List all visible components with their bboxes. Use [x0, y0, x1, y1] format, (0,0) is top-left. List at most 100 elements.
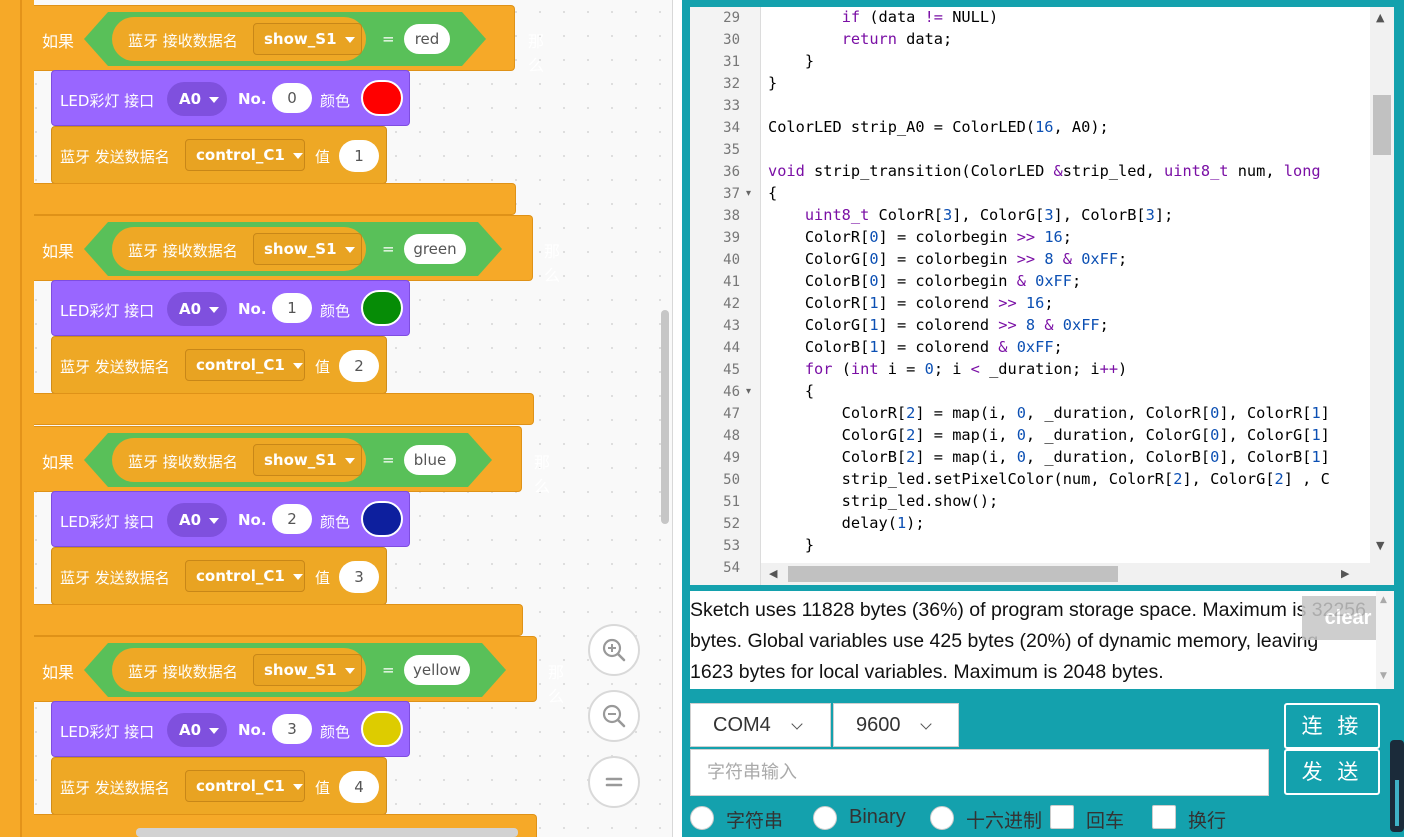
panel-resize-handle[interactable] [1390, 740, 1404, 832]
line-number: 44 [723, 340, 740, 356]
send-value-input[interactable]: 2 [339, 350, 379, 382]
zoom-in-button[interactable] [588, 624, 640, 676]
compare-value-input[interactable]: green [404, 234, 466, 264]
led-port-dropdown[interactable]: A0 [167, 292, 227, 326]
port-select[interactable]: COM4 [690, 703, 831, 747]
compare-value-input[interactable]: blue [404, 445, 456, 475]
radio-binary[interactable] [813, 806, 837, 830]
led-color-swatch[interactable] [361, 711, 403, 747]
scroll-up-icon[interactable]: ▲ [1380, 595, 1387, 605]
send-value-input[interactable]: 1 [339, 140, 379, 172]
line-number: 43 [723, 318, 740, 334]
led-port-dropdown[interactable]: A0 [167, 503, 227, 537]
compare-value-input[interactable]: red [404, 24, 450, 54]
caret-down-icon [209, 727, 220, 734]
if-label: 如果 [42, 242, 75, 261]
radio-string[interactable] [690, 806, 714, 830]
connect-button[interactable]: 连 接 [1284, 703, 1380, 749]
scroll-up-icon[interactable]: ▲ [1376, 11, 1385, 24]
serial-input[interactable] [690, 749, 1269, 796]
zoom-reset-button[interactable] [588, 756, 640, 808]
send-value-input[interactable]: 3 [339, 561, 379, 593]
code-line: } [768, 536, 815, 554]
send-value-label: 值 [315, 358, 331, 376]
line-number: 40 [723, 252, 740, 268]
led-index-input[interactable]: 3 [272, 714, 312, 744]
led-port-value: A0 [179, 511, 202, 529]
scroll-right-icon[interactable]: ▶ [1341, 567, 1350, 580]
send-button[interactable]: 发 送 [1284, 749, 1380, 795]
output-text: Sketch uses 11828 bytes (36%) of program… [690, 599, 1366, 683]
editor-horizontal-scroll-thumb[interactable] [788, 566, 1118, 582]
send-name-dropdown[interactable]: control_C1 [185, 770, 305, 802]
scroll-down-icon[interactable]: ▼ [1376, 539, 1385, 552]
zoom-out-button[interactable] [588, 690, 640, 742]
receive-name-dropdown[interactable]: show_S1 [253, 654, 362, 686]
compile-output: Sketch uses 11828 bytes (36%) of program… [690, 591, 1394, 689]
led-index-input[interactable]: 0 [272, 83, 312, 113]
radio-binary-label: Binary [849, 806, 906, 828]
fold-toggle-icon[interactable]: ▾ [746, 386, 752, 397]
line-number: 41 [723, 274, 740, 290]
led-index-input[interactable]: 1 [272, 293, 312, 323]
receive-name-dropdown[interactable]: show_S1 [253, 23, 362, 55]
code-line: ColorR[0] = colorbegin >> 16; [768, 228, 1072, 246]
editor-horizontal-scrollbar[interactable]: ◀ ▶ [761, 563, 1394, 585]
caret-down-icon [345, 247, 355, 253]
workspace-horizontal-scrollbar[interactable] [136, 828, 518, 837]
caret-down-icon [345, 458, 355, 464]
led-port-dropdown[interactable]: A0 [167, 82, 227, 116]
receive-name-dropdown[interactable]: show_S1 [253, 444, 362, 476]
editor-vertical-scroll-thumb[interactable] [1373, 95, 1391, 155]
equals-sign: = [382, 451, 395, 469]
scroll-down-icon[interactable]: ▼ [1380, 671, 1387, 681]
baud-select[interactable]: 9600 [833, 703, 959, 747]
led-index-input[interactable]: 2 [272, 504, 312, 534]
send-name-dropdown[interactable]: control_C1 [185, 139, 305, 171]
send-name-dropdown[interactable]: control_C1 [185, 349, 305, 381]
led-color-swatch[interactable] [361, 80, 403, 116]
code-line: } [768, 52, 815, 70]
line-number: 36 [723, 164, 740, 180]
editor-vertical-scrollbar[interactable]: ▲ ▼ [1370, 7, 1394, 563]
radio-hex[interactable] [930, 806, 954, 830]
equals-sign: = [382, 240, 395, 258]
fold-toggle-icon[interactable]: ▾ [746, 188, 752, 199]
output-scrollbar[interactable]: ▲ ▼ [1376, 591, 1394, 689]
workspace-vertical-scrollbar[interactable] [661, 310, 669, 524]
receive-name-dropdown[interactable]: show_S1 [253, 233, 362, 265]
checkbox-newline[interactable] [1152, 805, 1176, 829]
compare-value-input[interactable]: yellow [404, 655, 470, 685]
code-line: { [768, 184, 778, 202]
led-color-swatch[interactable] [361, 290, 403, 326]
send-value-input[interactable]: 4 [339, 771, 379, 803]
led-port-dropdown[interactable]: A0 [167, 713, 227, 747]
checkbox-carriage-return[interactable] [1050, 805, 1074, 829]
scroll-left-icon[interactable]: ◀ [769, 567, 778, 580]
send-name-dropdown[interactable]: control_C1 [185, 560, 305, 592]
led-color-swatch[interactable] [361, 501, 403, 537]
